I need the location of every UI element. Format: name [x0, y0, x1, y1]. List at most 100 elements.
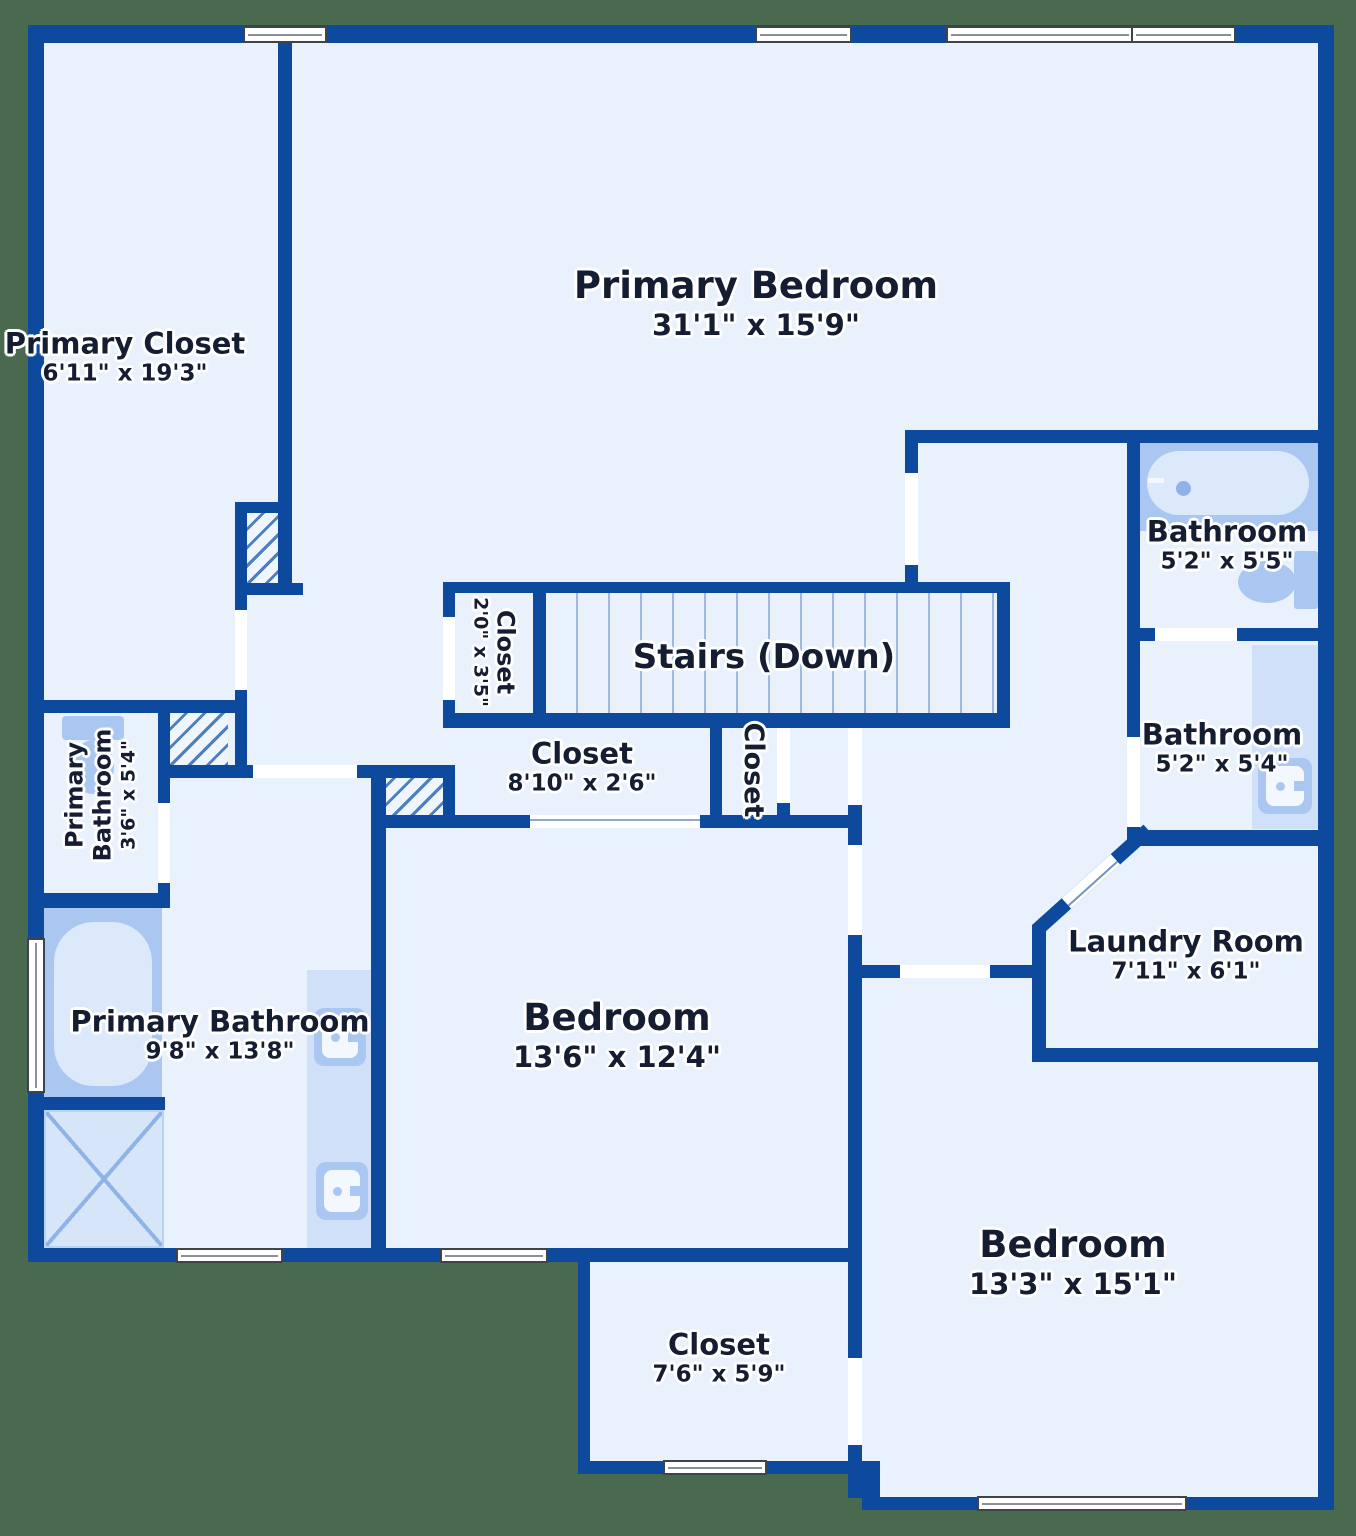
- wall-hatch2-left: [158, 710, 170, 778]
- door-opening: [900, 965, 990, 978]
- room-name: Primary: [60, 741, 89, 849]
- door-opening: [158, 803, 170, 883]
- door-opening: [848, 1358, 862, 1445]
- room-label-stairs: Stairs (Down): [633, 637, 895, 677]
- wall-closet-stairs-right: [533, 582, 546, 728]
- bathtub-basin: [54, 922, 152, 1086]
- room-dims: 3'6" x 5'4": [117, 740, 140, 850]
- door-opening: [1127, 737, 1140, 827]
- wall-small-bath-top: [28, 700, 247, 713]
- door-opening: [905, 473, 918, 565]
- room-dims: 13'6" x 12'4": [513, 1039, 721, 1074]
- window: [27, 938, 45, 1093]
- wall-bathroom-mid-bottom: [1127, 830, 1332, 846]
- room-label-primary-bathroom: Primary Bathroom 9'8" x 13'8": [70, 1004, 369, 1065]
- room-name: Bedroom: [523, 996, 711, 1040]
- room-dims: 31'1" x 15'9": [652, 307, 860, 342]
- wall-chase-bottom: [235, 583, 303, 595]
- room-name: Primary Bathroom: [70, 1004, 370, 1039]
- hatch-void: [383, 773, 443, 815]
- window: [977, 1496, 1187, 1511]
- room-name: Bathroom: [1146, 514, 1308, 549]
- room-name: Closet: [668, 1327, 770, 1362]
- door-opening: [235, 610, 247, 690]
- wall-outer-right: [1318, 25, 1334, 1510]
- room-dims: 9'8" x 13'8": [145, 1038, 295, 1065]
- door-opening: [848, 728, 862, 805]
- floor-closet-bottom: [586, 1252, 862, 1465]
- sink-drain: [332, 1187, 342, 1196]
- bathtub-icon: [1147, 451, 1309, 515]
- door-opening: [530, 815, 700, 828]
- floor-bedroom-right-lower: [862, 1252, 1318, 1500]
- hatch-void: [247, 513, 278, 583]
- sink-tap: [348, 1032, 360, 1042]
- window: [1131, 26, 1236, 43]
- room-label-closet-hall: Closet 8'10" x 2'6": [508, 736, 657, 797]
- room-dims: 13'3" x 15'1": [969, 1266, 1177, 1301]
- room-name: Closet: [491, 609, 520, 695]
- room-dims: 5'2" x 5'4": [1155, 751, 1289, 778]
- door-opening: [253, 765, 357, 778]
- sink-drain: [1275, 782, 1285, 791]
- sink-icon: [316, 1162, 368, 1220]
- room-name: Closet: [531, 736, 633, 771]
- room-dims: 7'6" x 5'9": [652, 1361, 786, 1388]
- room-label-closet-nook: Closet: [737, 723, 769, 818]
- window: [755, 26, 852, 43]
- room-dims: 5'2" x 5'5": [1160, 548, 1294, 575]
- sink-tap: [350, 1186, 362, 1196]
- room-dims: 8'10" x 2'6": [507, 770, 657, 797]
- toilet-tank-icon: [1294, 551, 1318, 609]
- room-label-closet-by-stairs: Closet 2'0" x 3'5": [469, 597, 520, 707]
- window: [440, 1248, 548, 1263]
- wall-closet-bottom-left: [578, 1262, 590, 1461]
- wall-bathroom-top-left: [1127, 430, 1140, 641]
- sink-icon: [314, 1008, 366, 1066]
- door-opening: [443, 617, 455, 700]
- room-name: Laundry Room: [1068, 924, 1304, 959]
- wall-laundry-bottom: [1032, 1048, 1332, 1062]
- room-label-bathroom-top: Bathroom 5'2" x 5'5": [1147, 514, 1308, 575]
- room-name: Bathroom: [88, 728, 117, 862]
- room-label-primary-bedroom: Primary Bedroom 31'1" x 15'9": [574, 264, 938, 342]
- room-label-closet-bottom: Closet 7'6" x 5'9": [653, 1327, 786, 1388]
- room-dims: 2'0" x 3'5": [469, 597, 492, 707]
- room-label-laundry: Laundry Room 7'11" x 6'1": [1068, 924, 1304, 985]
- room-name: Primary Closet: [4, 326, 246, 361]
- window: [946, 26, 1134, 43]
- toilet-bowl-icon: [72, 740, 114, 794]
- door-opening: [1155, 628, 1237, 641]
- wall-bath-divider: [28, 893, 158, 908]
- wall-shower-stub: [40, 1097, 165, 1110]
- stairs-treads-icon: [546, 593, 997, 713]
- wall-laundry-left: [1032, 925, 1046, 1062]
- wall-stairs-right: [997, 582, 1010, 728]
- wall-chase-right: [278, 512, 292, 595]
- wall-primary-bedroom-bottom: [905, 430, 1332, 443]
- floor-bedrooms: [371, 960, 1318, 1252]
- room-name: Bathroom: [1141, 717, 1303, 752]
- room-dims: 6'11" x 19'3": [42, 360, 208, 387]
- door-opening: [848, 845, 862, 935]
- room-label-primary-closet: Primary Closet 6'11" x 19'3": [5, 326, 246, 387]
- tub-drain: [1176, 481, 1191, 496]
- wall-hatch3-right: [443, 765, 455, 828]
- window: [663, 1460, 767, 1475]
- wall-chase-top: [235, 502, 292, 513]
- sink-icon: [1258, 758, 1312, 814]
- room-name: Bedroom: [979, 1223, 1167, 1267]
- wall-nook-left: [710, 713, 722, 828]
- wall-bedroom-mid-left: [371, 765, 386, 1262]
- window: [243, 26, 327, 43]
- room-label-bathroom-mid: Bathroom 5'2" x 5'4": [1142, 717, 1303, 778]
- hatch-void: [170, 713, 228, 765]
- toilet-tank-icon: [62, 716, 124, 740]
- room-name: Closet: [737, 722, 769, 818]
- shower-icon: [44, 1110, 164, 1248]
- room-label-bedroom-mid: Bedroom 13'6" x 12'4": [513, 996, 721, 1074]
- sliding-door-leaf: [530, 819, 700, 821]
- tub-faucet-icon: [1148, 478, 1164, 483]
- wall-primary-closet-right: [278, 25, 292, 512]
